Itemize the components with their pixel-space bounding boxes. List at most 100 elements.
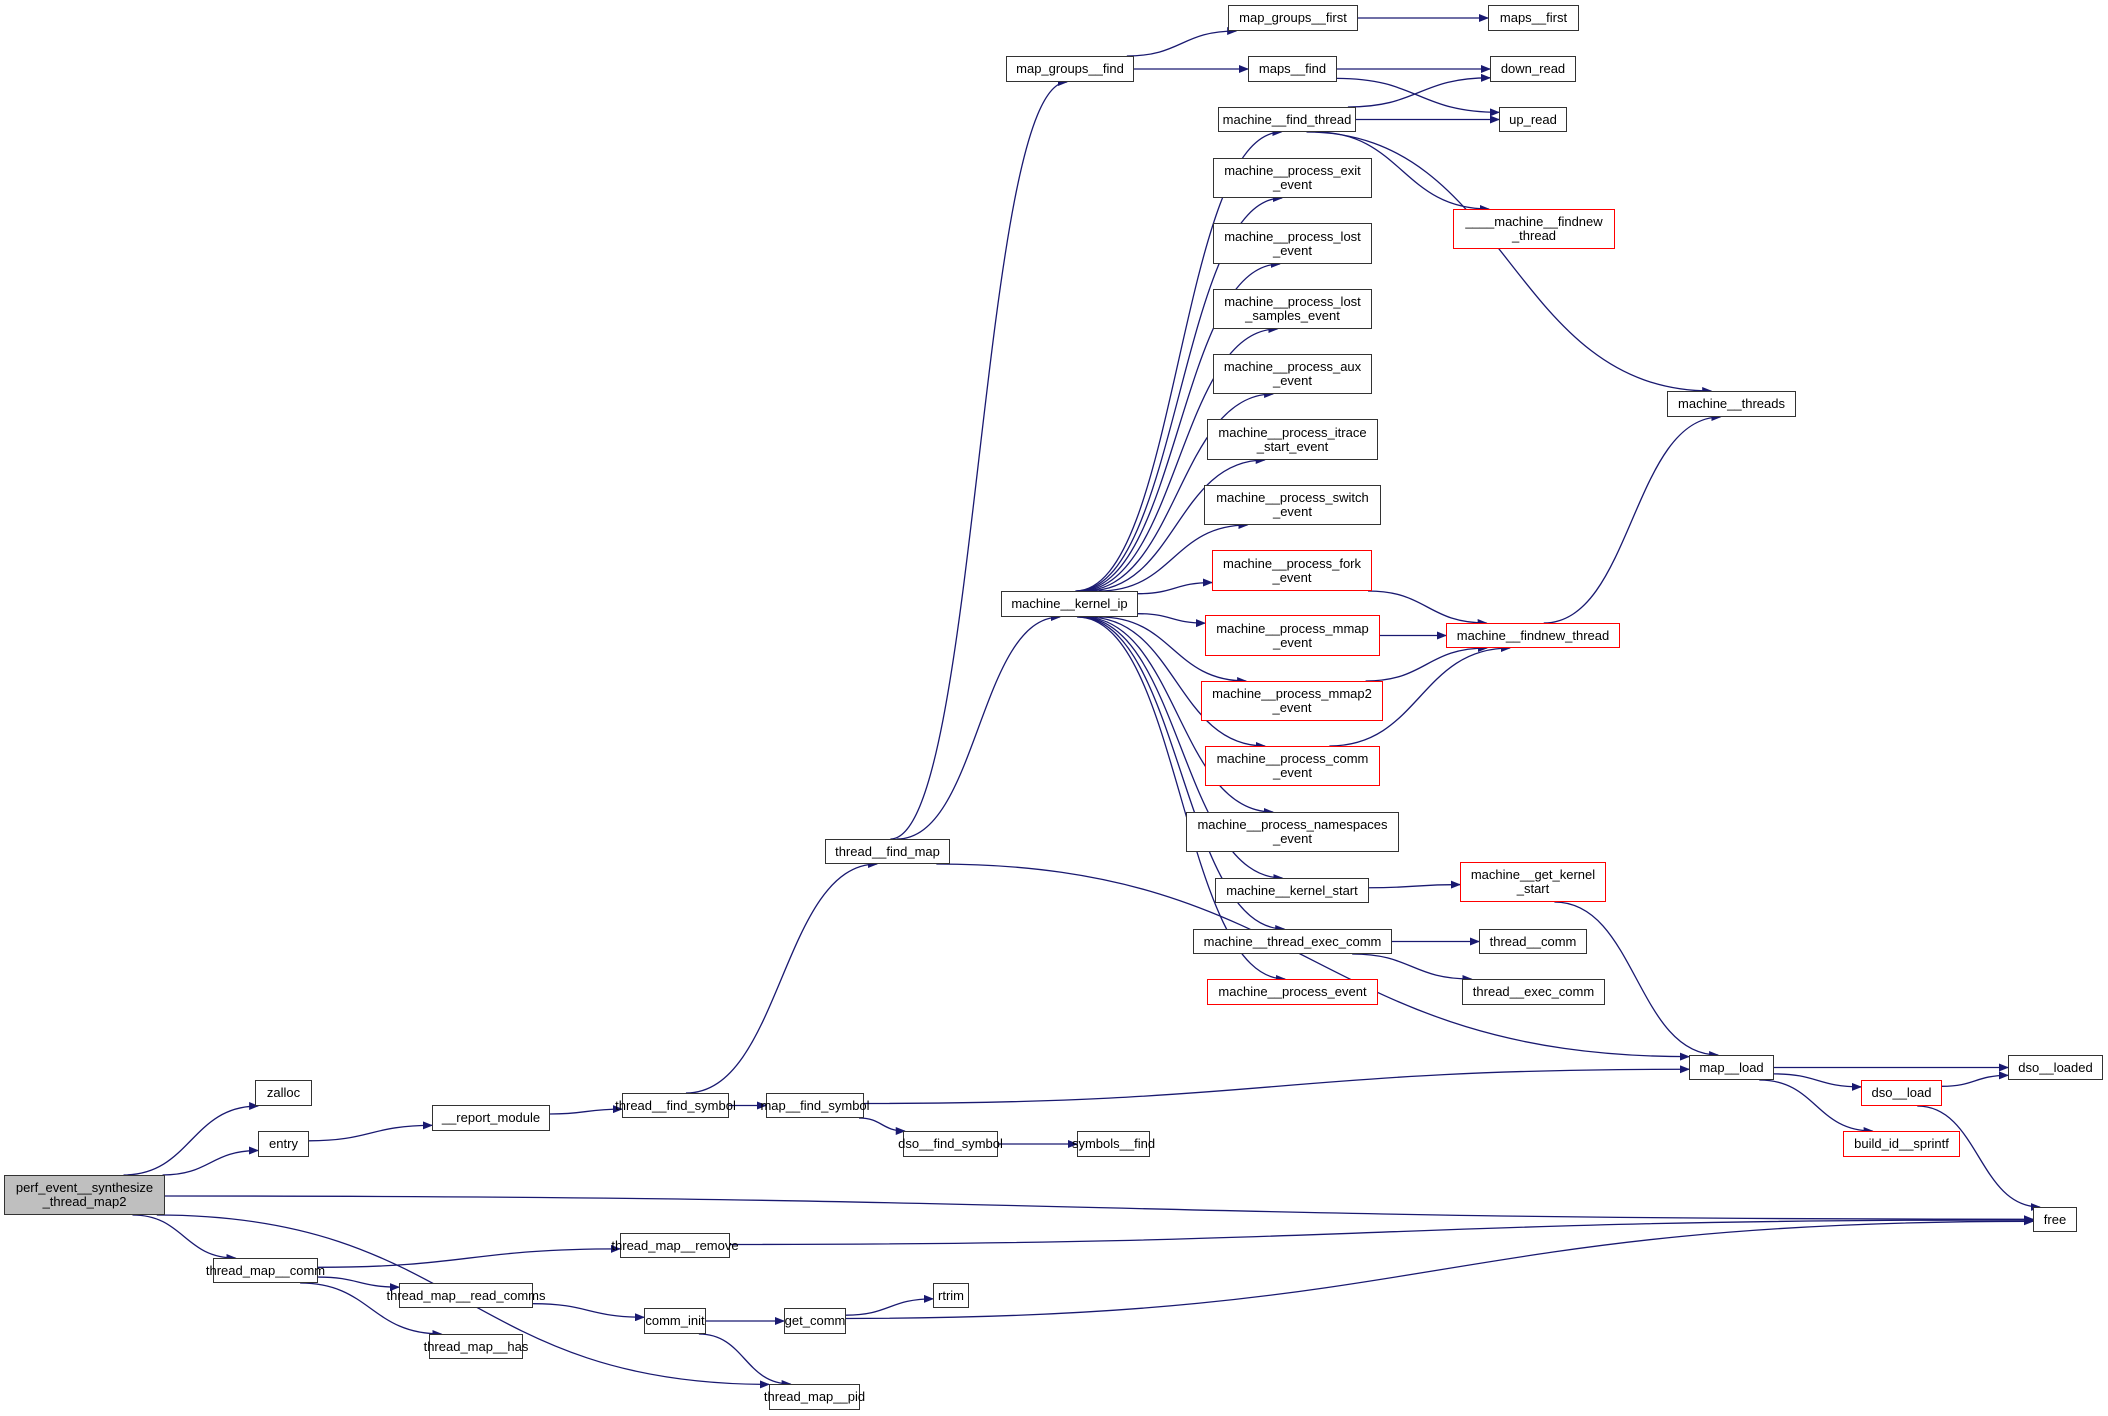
node-dso-load[interactable]: dso__load: [1861, 1080, 1942, 1106]
node-symbols-find[interactable]: symbols__find: [1072, 1131, 1155, 1157]
edge-machine_kernel_ip-to-mp_aux: [1082, 390, 1275, 592]
node-machine-find-thread[interactable]: machine__find_thread: [1218, 107, 1356, 132]
edge-map_load-to-build_id_sprintf: [1759, 1079, 1874, 1135]
node-mp-switch[interactable]: machine__process_switch _event: [1204, 485, 1381, 525]
node-map-groups-first[interactable]: map_groups__first: [1228, 5, 1358, 31]
edge-root-to-thread_map_comm: [132, 1214, 237, 1262]
edge-maps_find-to-up_read: [1336, 77, 1500, 117]
node-machine-findnew-thread[interactable]: machine__findnew_thread: [1446, 623, 1620, 648]
node-mp-itrace[interactable]: machine__process_itrace _start_event: [1207, 419, 1378, 460]
edge-report_module-to-thread_find_symbol: [549, 1105, 623, 1115]
edge-thread_map_comm-to-thread_map_remove: [317, 1244, 621, 1268]
edge-map_find_symbol-to-map_load: [863, 1065, 1690, 1105]
edge-machine_find_thread-to-machine_threads: [1306, 131, 1713, 395]
node-machine-threads[interactable]: machine__threads: [1667, 391, 1796, 417]
node-machine-get-kernel-start[interactable]: machine__get_kernel _start: [1460, 862, 1606, 902]
edge-machine_get_kernel_start-to-map_load: [1554, 901, 1720, 1059]
edge-machine_kernel_ip-to-mp_exit: [1076, 194, 1284, 592]
edge-machine_kernel_ip-to-mp_event: [1076, 616, 1287, 983]
edge-machine_kernel_ip-to-mp_mmap: [1137, 613, 1206, 628]
edge-machine_kernel_ip-to-mp_fork: [1137, 578, 1213, 595]
edge-machine_kernel_ip-to-mp_mmap2: [1099, 616, 1248, 685]
node-thread-map-read-comms[interactable]: thread_map__read_comms: [387, 1283, 546, 1308]
node-map-groups-find[interactable]: map_groups__find: [1006, 56, 1134, 82]
node-mp-lost-samples[interactable]: machine__process_lost _samples_event: [1213, 289, 1372, 329]
node-maps-find[interactable]: maps__find: [1248, 56, 1337, 82]
edge-thread_map_read_comms-to-comm_init: [532, 1303, 645, 1322]
node-thread-find-map[interactable]: thread__find_map: [825, 839, 950, 864]
node-map-load[interactable]: map__load: [1689, 1055, 1774, 1080]
node-comm-init[interactable]: comm_init: [644, 1308, 706, 1334]
node-mp-namespaces[interactable]: machine__process_namespaces _event: [1186, 812, 1399, 852]
node-down-read[interactable]: down_read: [1490, 56, 1576, 82]
node-machine-findnew-thread-internal[interactable]: ____machine__findnew _thread: [1453, 209, 1615, 249]
node-mp-mmap[interactable]: machine__process_mmap _event: [1205, 615, 1380, 656]
edge-thread_find_map-to-map_groups_find: [890, 78, 1068, 840]
node-mp-fork[interactable]: machine__process_fork _event: [1212, 550, 1372, 591]
edge-machine_kernel_ip-to-mp_namespaces: [1082, 616, 1274, 816]
edge-root-to-zalloc: [123, 1102, 260, 1176]
edge-machine_kernel_ip-to-mp_comm: [1087, 616, 1266, 750]
edge-root-to-free: [164, 1195, 2034, 1224]
edge-machine_kernel_ip-to-mp_lost: [1077, 260, 1281, 592]
node-up-read[interactable]: up_read: [1499, 107, 1567, 132]
node-maps-first[interactable]: maps__first: [1488, 5, 1579, 31]
edge-mp_fork-to-machine_findnew_thread: [1368, 590, 1488, 627]
edge-thread_find_map-to-map_load: [936, 863, 1690, 1061]
edge-root-to-entry: [162, 1146, 259, 1176]
node-thread-comm[interactable]: thread__comm: [1479, 929, 1587, 954]
node-mp-comm[interactable]: machine__process_comm _event: [1205, 746, 1380, 786]
node-mp-aux[interactable]: machine__process_aux _event: [1213, 354, 1372, 394]
node-entry[interactable]: entry: [258, 1131, 309, 1157]
edge-dso_load-to-dso_loaded: [1941, 1071, 2009, 1087]
edge-comm_init-to-thread_map_pid: [698, 1333, 792, 1388]
edge-thread_find_symbol-to-thread_find_map: [685, 860, 879, 1094]
node-mp-event[interactable]: machine__process_event: [1207, 979, 1378, 1005]
edge-mp_mmap2-to-machine_findnew_thread: [1365, 644, 1489, 682]
edge-entry-to-report_module: [308, 1121, 433, 1142]
node-thread-find-symbol[interactable]: thread__find_symbol: [615, 1093, 736, 1118]
node-machine-kernel-ip[interactable]: machine__kernel_ip: [1001, 591, 1138, 617]
edge-machine_thread_exec_comm-to-thread_exec_comm: [1352, 953, 1473, 983]
node-thread-map-remove[interactable]: thread_map__remove: [611, 1233, 739, 1258]
node-root: perf_event__synthesize _thread_map2: [4, 1175, 165, 1215]
edge-machine_kernel_ip-to-mp_lost_samples: [1079, 325, 1279, 592]
node-report-module[interactable]: __report_module: [432, 1105, 550, 1131]
node-thread-map-comm[interactable]: thread_map__comm: [206, 1258, 325, 1283]
node-rtrim[interactable]: rtrim: [933, 1283, 969, 1308]
node-map-find-symbol[interactable]: map__find_symbol: [760, 1093, 870, 1118]
edge-mp_comm-to-machine_findnew_thread: [1329, 644, 1511, 747]
node-mp-lost[interactable]: machine__process_lost _event: [1213, 223, 1372, 264]
node-free[interactable]: free: [2033, 1207, 2077, 1232]
edge-machine_kernel_ip-to-mp_itrace: [1087, 456, 1266, 592]
edge-map_groups_find-to-map_groups_first: [1126, 27, 1238, 57]
edge-map_find_symbol-to-dso_find_symbol: [858, 1117, 906, 1135]
node-thread-map-has[interactable]: thread_map__has: [424, 1334, 528, 1359]
edge-machine_find_thread-to-down_read: [1347, 73, 1491, 108]
node-dso-find-symbol[interactable]: dso__find_symbol: [898, 1131, 1003, 1157]
node-zalloc[interactable]: zalloc: [255, 1080, 312, 1106]
node-thread-map-pid[interactable]: thread_map__pid: [764, 1384, 865, 1410]
edge-get_comm-to-free: [845, 1217, 2034, 1320]
edge-machine_kernel_ip-to-machine_find_thread: [1075, 128, 1283, 592]
edge-machine_kernel_ip-to-mp_switch: [1098, 521, 1249, 592]
edge-machine_findnew_thread-to-machine_threads: [1543, 413, 1722, 624]
edge-machine_kernel_ip-to-machine_kernel_start: [1079, 616, 1284, 882]
node-dso-loaded[interactable]: dso__loaded: [2008, 1055, 2103, 1080]
edge-thread_find_map-to-machine_kernel_ip: [896, 613, 1061, 840]
node-get-comm[interactable]: get_comm: [784, 1308, 846, 1334]
edge-thread_map_comm-to-thread_map_has: [300, 1282, 443, 1338]
edge-thread_map_remove-to-free: [729, 1215, 2034, 1246]
node-mp-exit[interactable]: machine__process_exit _event: [1213, 158, 1372, 198]
node-mp-mmap2[interactable]: machine__process_mmap2 _event: [1201, 681, 1383, 721]
edge-get_comm-to-rtrim: [845, 1294, 934, 1316]
node-machine-thread-exec-comm[interactable]: machine__thread_exec_comm: [1193, 929, 1392, 954]
node-build-id-sprintf[interactable]: build_id__sprintf: [1843, 1131, 1960, 1157]
node-thread-exec-comm[interactable]: thread__exec_comm: [1462, 979, 1605, 1005]
edge-map_load-to-dso_load: [1773, 1073, 1862, 1091]
edge-thread_map_comm-to-thread_map_read_comms: [317, 1276, 400, 1292]
edge-machine_kernel_start-to-machine_get_kernel_start: [1368, 880, 1461, 889]
node-machine-kernel-start[interactable]: machine__kernel_start: [1215, 878, 1369, 903]
